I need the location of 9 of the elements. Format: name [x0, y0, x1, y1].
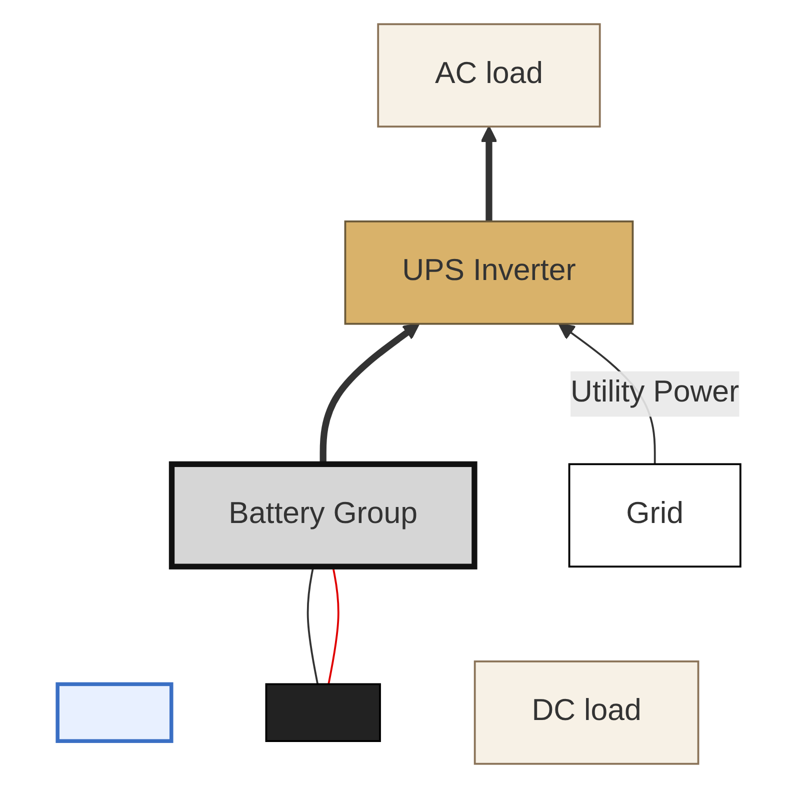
node-box — [265, 682, 381, 742]
arrow — [480, 125, 498, 221]
node-box — [56, 682, 174, 742]
node-box: AC load — [377, 22, 601, 128]
node-box: UPS Inverter — [344, 220, 634, 324]
edge-label: Utility Power — [570, 376, 740, 409]
node-box: DC load — [474, 660, 700, 764]
node-box: Grid — [568, 462, 742, 568]
node-box: Battery Group — [168, 460, 478, 569]
